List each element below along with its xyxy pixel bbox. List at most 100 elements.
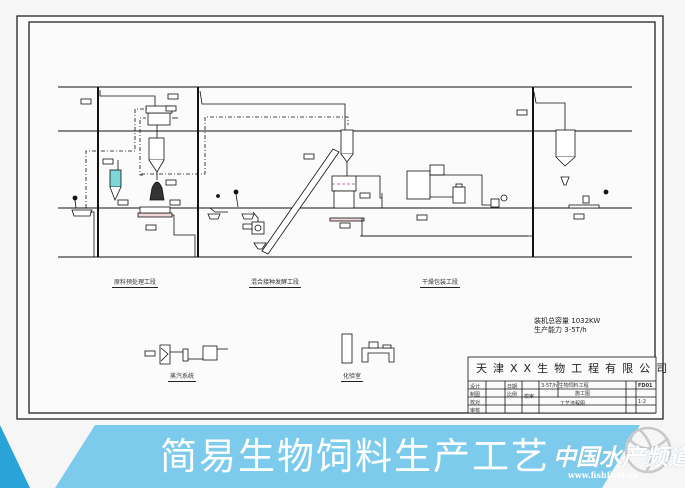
section-label-steam: 蒸汽系统 — [168, 373, 197, 382]
title-block-frame — [467, 356, 657, 414]
packer — [490, 198, 500, 208]
tag — [80, 98, 92, 105]
cooler-top — [455, 183, 463, 188]
title-block-review: 校审 — [524, 394, 535, 400]
lab-cabinet — [341, 333, 353, 364]
banner-accent — [0, 425, 30, 488]
banner-band — [55, 425, 640, 488]
dust-collector — [109, 169, 122, 188]
title-block-row-approve: 审核 — [470, 408, 481, 414]
cooler — [452, 186, 466, 204]
section-material-prep — [71, 90, 349, 257]
product-silo — [555, 129, 576, 158]
section-label-mixing: 混合接种发酵工段 — [249, 279, 302, 288]
tag — [167, 93, 179, 100]
title-block-stage: 施工图 — [575, 391, 591, 397]
boiler-chevron — [160, 347, 169, 362]
boiler-inlet — [159, 344, 171, 365]
pipe — [533, 91, 566, 130]
pump — [182, 348, 189, 362]
belt-conveyor — [137, 212, 173, 218]
worker-icon — [74, 199, 77, 209]
sifter — [147, 112, 171, 126]
pipe — [172, 214, 196, 257]
tag — [573, 213, 585, 220]
tag — [516, 109, 528, 116]
lab-instrument — [382, 344, 392, 349]
dust-collector-cone — [109, 186, 122, 202]
title-block-sheet-no: FD01 — [638, 383, 653, 389]
watermark-url: www.fishfirst.cn — [568, 470, 639, 480]
lab-equipment — [341, 333, 395, 364]
title-block-drawing-name: 工艺流程图 — [560, 401, 586, 407]
title-block-sheet-ratio: 1:2 — [638, 399, 647, 405]
tag — [144, 350, 156, 357]
tag — [165, 179, 177, 186]
belt-conveyor-top — [139, 206, 171, 214]
worker-icon — [233, 189, 239, 195]
pipe — [99, 90, 156, 106]
silo — [148, 137, 165, 161]
silo-cone — [555, 156, 576, 167]
globe-line — [629, 437, 669, 450]
section-label-material-prep: 原料预处理工段 — [112, 279, 159, 288]
equipment-tags — [80, 93, 585, 357]
platform — [329, 217, 365, 222]
tag — [117, 199, 129, 206]
tag — [102, 158, 114, 165]
title-block-row-check: 校对 — [470, 400, 481, 406]
watermark-text: 中国水产频道 — [553, 445, 685, 471]
tag — [416, 214, 428, 221]
lab-bench — [361, 347, 395, 363]
fermenter-base — [333, 190, 355, 209]
steam-system — [159, 344, 228, 365]
worker-icon — [235, 193, 239, 208]
inclined-conveyor — [261, 148, 340, 255]
packer-motor — [500, 194, 508, 202]
title-block-row-design: 设计 — [470, 384, 481, 390]
worker-icon — [603, 189, 609, 195]
globe-outline — [624, 426, 672, 474]
dust-pipe-main — [141, 116, 349, 175]
globe-icon — [624, 426, 672, 474]
section-mixing — [199, 90, 532, 255]
feed-hopper — [71, 209, 93, 217]
feeder — [251, 221, 265, 235]
feed-hopper — [207, 213, 221, 220]
title-block — [467, 356, 657, 414]
tag — [359, 192, 371, 199]
hopper — [253, 242, 267, 250]
spec-power-label: 装机总容量 — [534, 317, 569, 325]
dust-pipe — [85, 108, 148, 208]
dust-pipe — [139, 117, 146, 176]
spec-capacity-value: 3-5T/h — [564, 326, 587, 334]
pipe — [430, 174, 492, 206]
section-label-drying: 干燥包装工段 — [420, 279, 461, 288]
fermenter-silo — [340, 129, 354, 155]
spec-capacity: 生产能力 3-5T/h — [534, 326, 587, 335]
inner-frame — [28, 21, 656, 414]
title-block-company: 天津XX生物工程有限公司 — [476, 362, 674, 375]
pipe — [356, 175, 398, 209]
dryer — [406, 170, 431, 200]
spec-power-value: 1032KW — [571, 317, 601, 325]
pipe — [90, 211, 95, 257]
title-block-row-draw: 制图 — [470, 392, 481, 398]
feed-hopper — [241, 213, 255, 220]
tag — [169, 199, 181, 206]
title-block-project: 3-5T/h 生物饲料工程 — [541, 383, 589, 389]
tag — [339, 222, 351, 229]
tag — [303, 153, 315, 160]
spec-capacity-label: 生产能力 — [534, 326, 562, 334]
pipe — [209, 207, 228, 213]
scale — [582, 195, 590, 204]
section-drying — [356, 91, 609, 237]
title-block-row-date: 日期 — [507, 384, 518, 390]
bagging-hopper — [560, 176, 570, 186]
tag — [165, 105, 177, 112]
section-label-lab: 化验室 — [341, 373, 364, 382]
cyclone — [429, 164, 445, 176]
tag — [242, 223, 253, 230]
worker-icon — [72, 195, 78, 201]
